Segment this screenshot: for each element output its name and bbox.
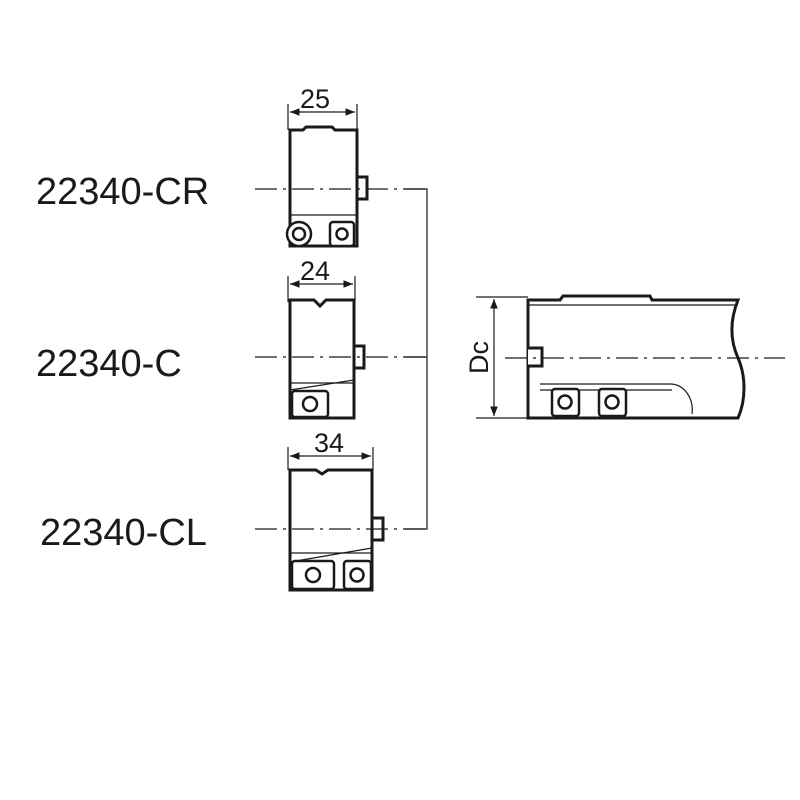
square-insert-screw [301, 395, 319, 413]
chip-pocket [540, 383, 693, 415]
cutter-side-view: Dc [464, 294, 785, 420]
dim-text-24: 24 [300, 256, 330, 286]
chip-line-angle [289, 379, 355, 391]
square-insert-screw-left [304, 566, 322, 584]
cutter-22340-c: 24 [255, 256, 425, 420]
label-22340-cr: 22340-CR [36, 171, 209, 213]
side-insert-screw-right [604, 394, 620, 410]
round-insert-hole [291, 226, 307, 242]
dc-dimension-text: Dc [464, 341, 494, 374]
side-notch [528, 346, 544, 368]
square-insert-screw-right [349, 567, 365, 583]
label-22340-c: 22340-C [36, 343, 182, 385]
side-insert-screw-left [557, 394, 573, 410]
cutter-22340-cl: 34 [255, 428, 425, 592]
dim-text-34: 34 [314, 428, 344, 458]
cutter-body [288, 125, 359, 248]
side-bolt [355, 175, 369, 201]
label-22340-cl: 22340-CL [40, 512, 207, 554]
cutter-22340-cr: 25 [255, 84, 425, 248]
dim-text-25: 25 [300, 84, 330, 114]
bracket [405, 188, 428, 530]
chip-line-angle [289, 547, 373, 563]
side-view-body [526, 294, 746, 420]
square-insert-screw [335, 227, 349, 241]
